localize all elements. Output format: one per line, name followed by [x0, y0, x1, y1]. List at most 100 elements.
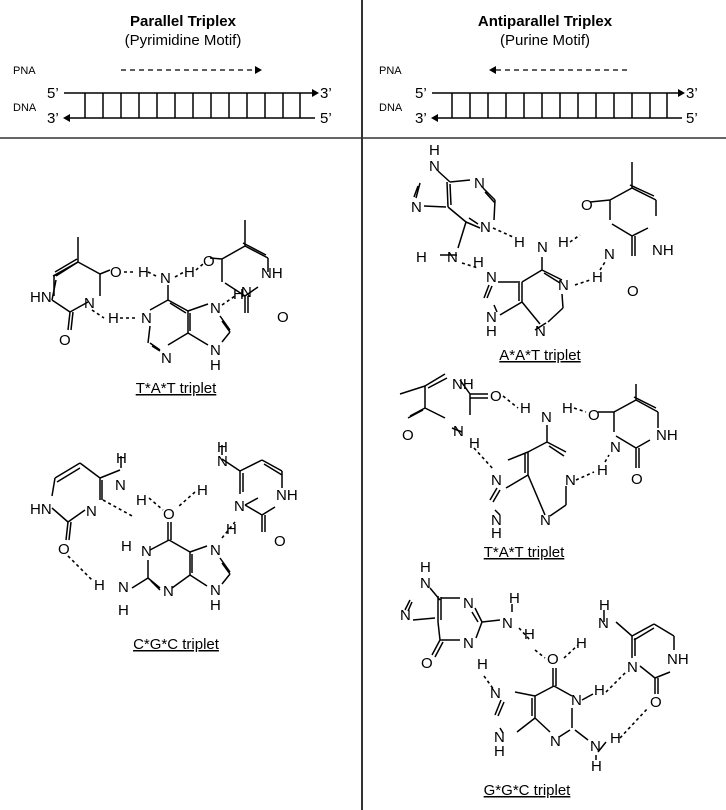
atom-label: H [597, 462, 608, 479]
atom-label: H [226, 521, 237, 538]
base-pair-rungs [84, 93, 301, 118]
atom-label: N [627, 659, 638, 676]
atom-label: H [416, 249, 427, 266]
top-strand-5prime: 5’ [415, 85, 427, 102]
arrowhead-right-icon [255, 66, 262, 74]
bottom-strand-3prime: 3’ [415, 110, 427, 127]
atom-label: N [535, 323, 546, 340]
atom-label: H [514, 234, 525, 251]
atom-label: N [411, 199, 422, 216]
atom-label: NH [667, 651, 689, 668]
bottom-strand-5prime: 5’ [686, 110, 698, 127]
atom-label: N [490, 685, 501, 702]
atom-label: H [108, 310, 119, 327]
atom-label: H [610, 730, 621, 747]
parallel-header: Parallel Triplex (Pyrimidine Motif) PNA … [13, 13, 332, 127]
antiparallel-subtitle: (Purine Motif) [500, 32, 590, 49]
atom-label: N [590, 738, 601, 755]
top-strand-3prime: 3’ [686, 85, 698, 102]
atom-label: N [210, 300, 221, 317]
atom-label: O [110, 264, 122, 281]
atom-label: N [610, 439, 621, 456]
atom-label: NH [652, 242, 674, 259]
antiparallel-ggc-structure: H N N N N O H N H H O N N H N H N N H H … [400, 559, 689, 775]
atom-label: N [565, 472, 576, 489]
atom-label: NH [656, 427, 678, 444]
dna-label: DNA [379, 102, 403, 114]
atom-label: H [121, 538, 132, 555]
atom-label: N [400, 607, 411, 624]
atom-label: H [197, 482, 208, 499]
top-strand-3prime: 3’ [320, 85, 332, 102]
atom-label: H [486, 323, 497, 340]
dna-label: DNA [13, 102, 37, 114]
triplet-caption: A*A*T triplet [499, 347, 581, 364]
atom-label: N [84, 295, 95, 312]
atom-label: O [631, 471, 643, 488]
atom-label: O [421, 655, 433, 672]
atom-label: N [604, 246, 615, 263]
atom-label: O [274, 533, 286, 550]
parallel-tat-structure: HN N O O N H H N N N N H H O NH H N O [30, 220, 289, 374]
atom-label: H [520, 400, 531, 417]
atom-label: N [463, 635, 474, 652]
atom-label: N [160, 270, 171, 287]
atom-label: N [550, 733, 561, 750]
atom-label: H [491, 525, 502, 542]
atom-label: H [94, 577, 105, 594]
arrowhead-left-icon [489, 66, 496, 74]
atom-label: N [115, 477, 126, 494]
triplet-caption: T*A*T triplet [136, 380, 217, 397]
atom-label: H [576, 635, 587, 652]
atom-label: H [558, 234, 569, 251]
atom-label: H [494, 743, 505, 760]
atom-label: N [491, 512, 502, 529]
atom-label: H [473, 254, 484, 271]
atom-label: N [540, 512, 551, 529]
atom-label: N [502, 615, 513, 632]
atom-label: HN [30, 501, 52, 518]
arrowhead-right-icon [312, 89, 319, 97]
atom-label: O [547, 651, 559, 668]
atom-label: H [429, 142, 440, 159]
atom-label: H [469, 435, 480, 452]
parallel-title: Parallel Triplex [130, 13, 237, 30]
atom-label: H [136, 492, 147, 509]
antiparallel-aat-structure: H N N N N N H H H N H N N N H N O NH N H… [411, 142, 674, 340]
atom-label: O [402, 427, 414, 444]
atom-label: N [161, 350, 172, 367]
atom-label: N [241, 284, 252, 301]
antiparallel-tat-structure: NH O O N H H N H N N N H N O NH N H O [399, 373, 678, 542]
atom-label: N [210, 342, 221, 359]
atom-label: H [233, 286, 244, 303]
pna-label: PNA [13, 65, 36, 77]
atom-label: H [210, 597, 221, 614]
atom-label: O [163, 506, 175, 523]
atom-label: H [477, 656, 488, 673]
atom-label: N [447, 249, 458, 266]
atom-label: N [141, 543, 152, 560]
atom-label: N [163, 583, 174, 600]
atom-label: O [627, 283, 639, 300]
bottom-strand-3prime: 3’ [47, 110, 59, 127]
atom-label: H [118, 602, 129, 619]
atom-label: H [138, 264, 149, 281]
arrowhead-left-icon [63, 114, 70, 122]
arrowhead-right-icon [678, 89, 685, 97]
atom-label: N [486, 309, 497, 326]
atom-label: N [141, 310, 152, 327]
atom-label: H [509, 590, 520, 607]
atom-label: N [118, 579, 129, 596]
antiparallel-header: Antiparallel Triplex (Purine Motif) PNA … [379, 13, 698, 127]
parallel-cgc-structure: HN N N H H O O N H H N H N N N H H N H N… [30, 439, 298, 619]
atom-label: O [59, 332, 71, 349]
atom-label: N [571, 692, 582, 709]
atom-label: N [480, 219, 491, 236]
atom-label: NH [452, 376, 474, 393]
atom-label: NH [276, 487, 298, 504]
atom-label: N [537, 239, 548, 256]
atom-label: H [217, 439, 228, 456]
bottom-strand-5prime: 5’ [320, 110, 332, 127]
atom-label: N [474, 175, 485, 192]
